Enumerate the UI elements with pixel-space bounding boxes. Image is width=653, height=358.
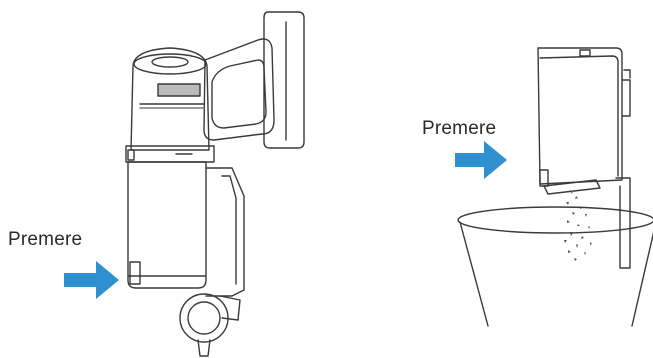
dust-cup-emptying-illustration (458, 48, 653, 326)
falling-debris (564, 190, 592, 261)
nozzle-ring (180, 294, 228, 342)
right-press-arrow-icon (455, 141, 507, 179)
right-press-label: Premere (422, 118, 496, 140)
dust-cup-collar (126, 146, 214, 162)
left-press-label: Premere (8, 229, 82, 251)
trash-bin (460, 222, 653, 326)
rear-column (206, 168, 244, 296)
handle-back-plate (264, 12, 304, 148)
vacuum-handheld-illustration (126, 12, 304, 356)
lid-hinge-arm (616, 178, 630, 268)
trash-bin-rim (458, 207, 653, 233)
motor-head (131, 48, 209, 150)
detached-dust-cup (538, 48, 622, 184)
left-press-arrow-icon (64, 261, 119, 299)
dust-cup-latch (130, 262, 140, 284)
